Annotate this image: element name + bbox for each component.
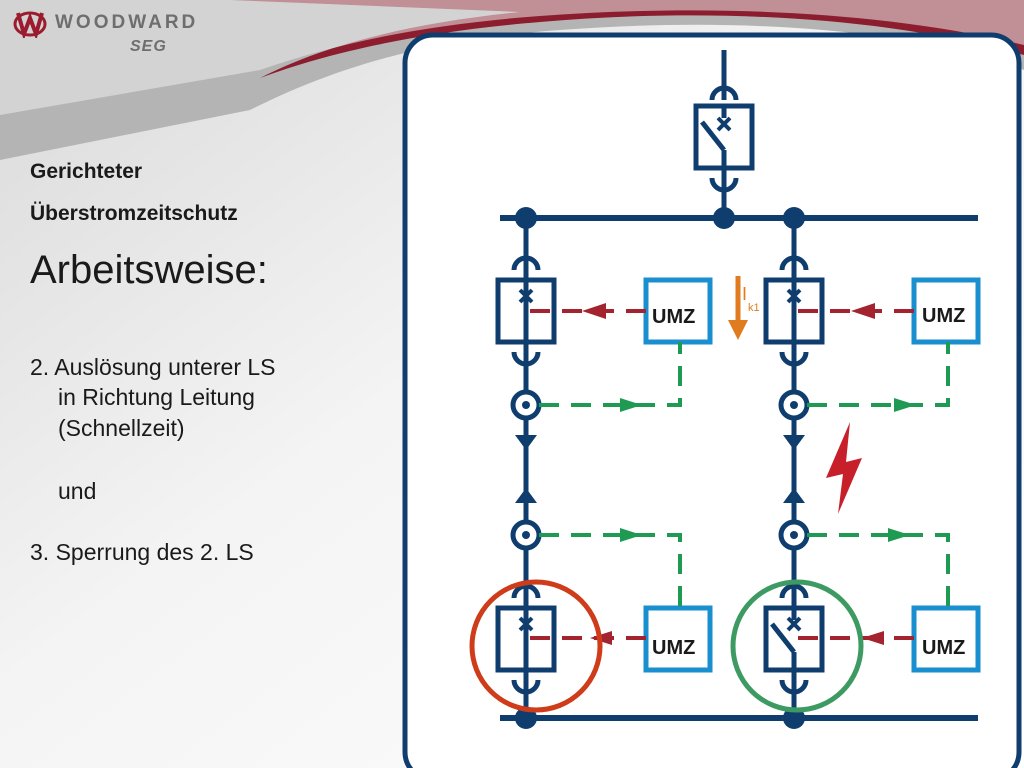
direction-signal-lines	[539, 342, 950, 608]
relay-label-right-upper: UMZ	[922, 305, 965, 327]
blocked-breaker-circle	[730, 579, 864, 713]
body-line-2: in Richtung Leitung	[58, 384, 255, 410]
fault-current-label: I	[742, 284, 747, 304]
logo-sub-text: SEG	[130, 38, 167, 55]
right-feeder	[763, 218, 825, 718]
fault-current-subscript: k1	[748, 302, 760, 314]
tripped-breaker-circle	[469, 579, 603, 713]
header-red-swoosh	[230, 0, 1024, 78]
relay-label-left-upper: UMZ	[652, 306, 695, 328]
relay-box-right-upper	[911, 277, 981, 345]
trip-signal-lines	[530, 309, 914, 640]
relay-label-left-lower: UMZ	[652, 637, 695, 659]
logo-text: WOODWARD	[55, 12, 199, 33]
body-line-3: (Schnellzeit)	[58, 415, 185, 441]
relay-box-left-upper	[643, 277, 713, 345]
left-feeder	[495, 218, 557, 718]
slide-heading: Arbeitsweise:	[30, 248, 268, 292]
relay-label-right-lower: UMZ	[922, 637, 965, 659]
slide-subtitle-line2: Überstromzeitschutz	[30, 202, 238, 225]
fault-lightning-icon	[826, 422, 862, 514]
body-line-5: 3. Sperrung des 2. LS	[30, 539, 254, 565]
body-line-1: 2. Auslösung unterer LS	[30, 354, 276, 380]
slide-subtitle-line1: Gerichteter	[30, 160, 143, 183]
body-line-4: und	[58, 478, 97, 504]
woodward-logo-icon	[13, 11, 47, 38]
fault-current-arrow	[728, 276, 748, 340]
